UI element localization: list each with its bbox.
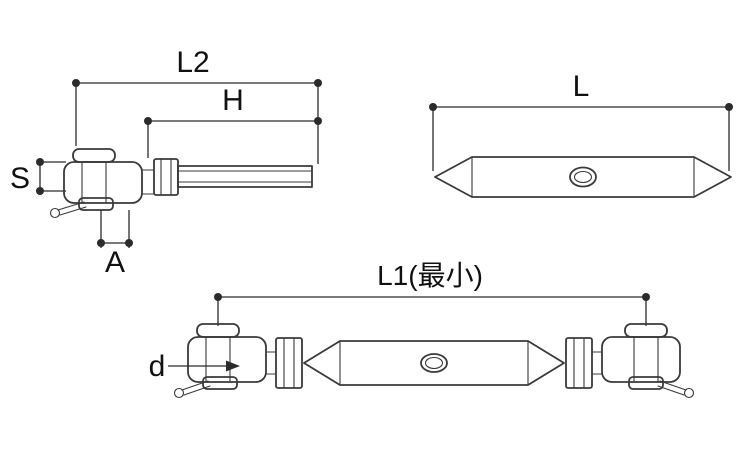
right-pin-bottom bbox=[628, 376, 664, 390]
hex-nut bbox=[153, 158, 179, 196]
jaw-detail-part bbox=[49, 148, 313, 219]
left-cotter-loop bbox=[173, 387, 185, 399]
right-clevis-body bbox=[601, 336, 681, 383]
dim-a-dot-right bbox=[125, 239, 133, 247]
dim-l: L bbox=[429, 70, 733, 171]
dim-s-dot-top bbox=[36, 158, 44, 166]
assembly-body-outline bbox=[303, 340, 565, 386]
clevis-body bbox=[63, 161, 143, 204]
assembly-hole-outer bbox=[420, 353, 448, 373]
dim-s-dot-bottom bbox=[36, 187, 44, 195]
figure-body-detail: L bbox=[429, 70, 733, 198]
cotter-pin-loop bbox=[49, 207, 61, 219]
assembly-hole-inner bbox=[424, 356, 444, 370]
left-cotter-line-1 bbox=[181, 380, 209, 391]
assembly-body bbox=[303, 340, 565, 386]
pin-bottom bbox=[78, 197, 114, 211]
dim-l1-label: L1(最小) bbox=[377, 260, 483, 291]
cotter-pin-line-2 bbox=[59, 206, 87, 216]
dim-l-label: L bbox=[573, 70, 590, 103]
dim-a: A bbox=[97, 210, 133, 279]
body-hole-outer bbox=[569, 166, 597, 188]
pin-head bbox=[72, 148, 116, 163]
dim-l2: L2 bbox=[72, 46, 322, 164]
right-pin-head bbox=[624, 323, 668, 338]
body-detail-part bbox=[434, 156, 732, 198]
threaded-rod bbox=[177, 165, 313, 188]
dim-a-dot-left bbox=[97, 239, 105, 247]
assembly-right-jaw bbox=[565, 323, 695, 399]
dim-s: S bbox=[10, 158, 66, 195]
left-cotter-line-2 bbox=[183, 385, 211, 396]
body-outline bbox=[434, 156, 732, 198]
assembly-left-jaw bbox=[173, 323, 303, 399]
figure-jaw-detail: L2 H S bbox=[10, 46, 322, 279]
dim-a-label: A bbox=[105, 246, 125, 279]
dim-l2-label: L2 bbox=[176, 46, 209, 79]
figure-assembly: L1(最小) d bbox=[149, 260, 695, 399]
dim-h-dot-right bbox=[314, 117, 322, 125]
dim-d: d bbox=[149, 350, 240, 383]
dim-h-label: H bbox=[222, 84, 244, 117]
dim-h: H bbox=[144, 84, 322, 158]
dim-l1: L1(最小) bbox=[214, 260, 650, 326]
cotter-pin-line-1 bbox=[57, 201, 85, 211]
body-hole-inner bbox=[573, 170, 593, 184]
dim-s-label: S bbox=[10, 162, 30, 195]
left-hex-nut bbox=[275, 337, 303, 389]
dim-d-arrowhead bbox=[226, 360, 240, 372]
right-hex-nut bbox=[565, 337, 593, 389]
right-cotter-line-2 bbox=[657, 385, 685, 396]
right-cotter-loop bbox=[683, 387, 695, 399]
right-cotter-line-1 bbox=[659, 380, 687, 391]
left-clevis-body bbox=[187, 336, 267, 383]
dim-d-label: d bbox=[149, 350, 166, 383]
